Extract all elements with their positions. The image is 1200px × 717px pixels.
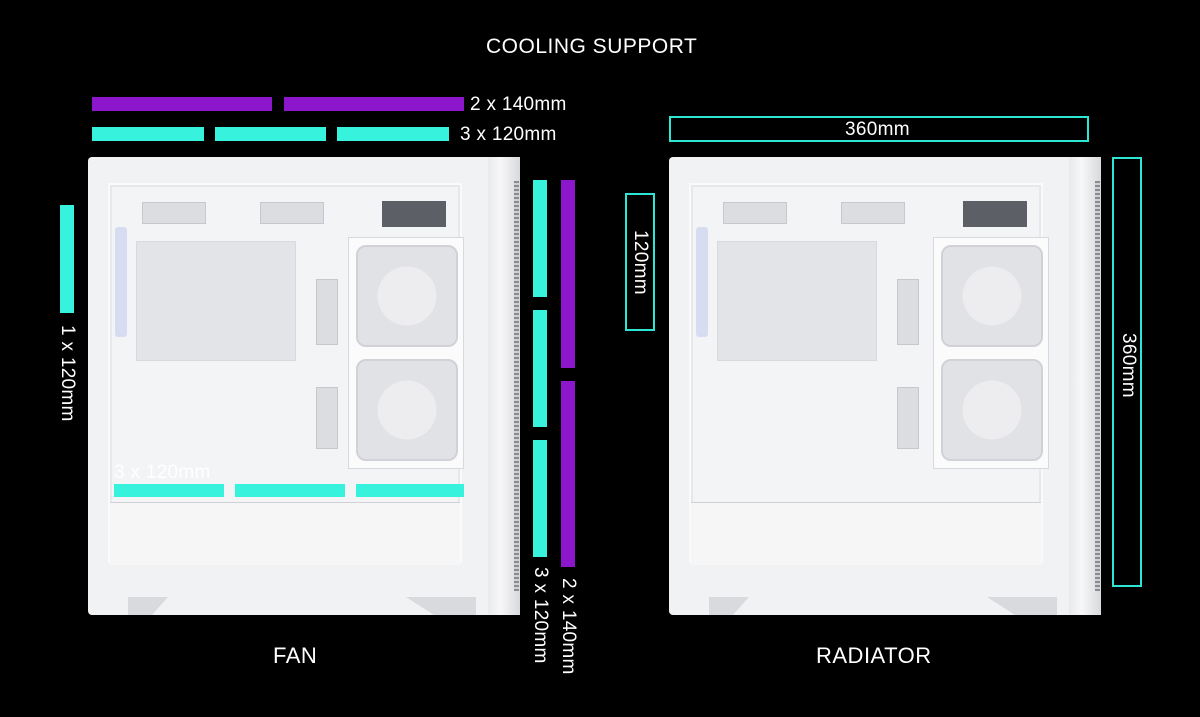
- radiator-top-label: 360mm: [845, 119, 910, 140]
- front-120mm-fan-bar-2: [533, 310, 547, 427]
- front-radiator-outline: [1112, 157, 1142, 587]
- top-140mm-fan-bar-2: [284, 97, 464, 111]
- top-radiator-outline: [669, 116, 1089, 142]
- front-120mm-fan-bar-3: [533, 440, 547, 557]
- radiator-caption: RADIATOR: [816, 643, 932, 668]
- fan-front-140-label: 2 x 140mm: [558, 578, 579, 675]
- top-120mm-fan-bar-2: [215, 127, 326, 141]
- front-140mm-fan-bar-2: [561, 381, 575, 567]
- page-title: COOLING SUPPORT: [486, 35, 698, 58]
- front-120mm-fan-bar-1: [533, 180, 547, 297]
- radiator-front-label: 360mm: [1118, 333, 1139, 398]
- rear-120mm-fan-bar: [60, 205, 74, 313]
- top-120mm-fan-bar-3: [337, 127, 449, 141]
- bottom-120mm-fan-bar-3: [356, 484, 464, 497]
- bottom-120mm-fan-bar-2: [235, 484, 345, 497]
- fan-bottom-label: 3 x 120mm: [114, 462, 211, 483]
- fan-front-120-label: 3 x 120mm: [530, 567, 551, 664]
- fan-top-120-label: 3 x 120mm: [460, 124, 557, 145]
- top-140mm-fan-bar-1: [92, 97, 272, 111]
- fan-top-140-label: 2 x 140mm: [470, 94, 567, 115]
- fan-rear-label: 1 x 120mm: [57, 325, 78, 422]
- front-140mm-fan-bar-1: [561, 180, 575, 368]
- case-image-fan: [88, 157, 520, 615]
- rear-radiator-outline: [625, 193, 655, 331]
- case-image-radiator: [669, 157, 1101, 615]
- radiator-rear-label: 120mm: [630, 230, 651, 295]
- top-120mm-fan-bar-1: [92, 127, 204, 141]
- bottom-120mm-fan-bar-1: [114, 484, 224, 497]
- fan-caption: FAN: [273, 643, 318, 668]
